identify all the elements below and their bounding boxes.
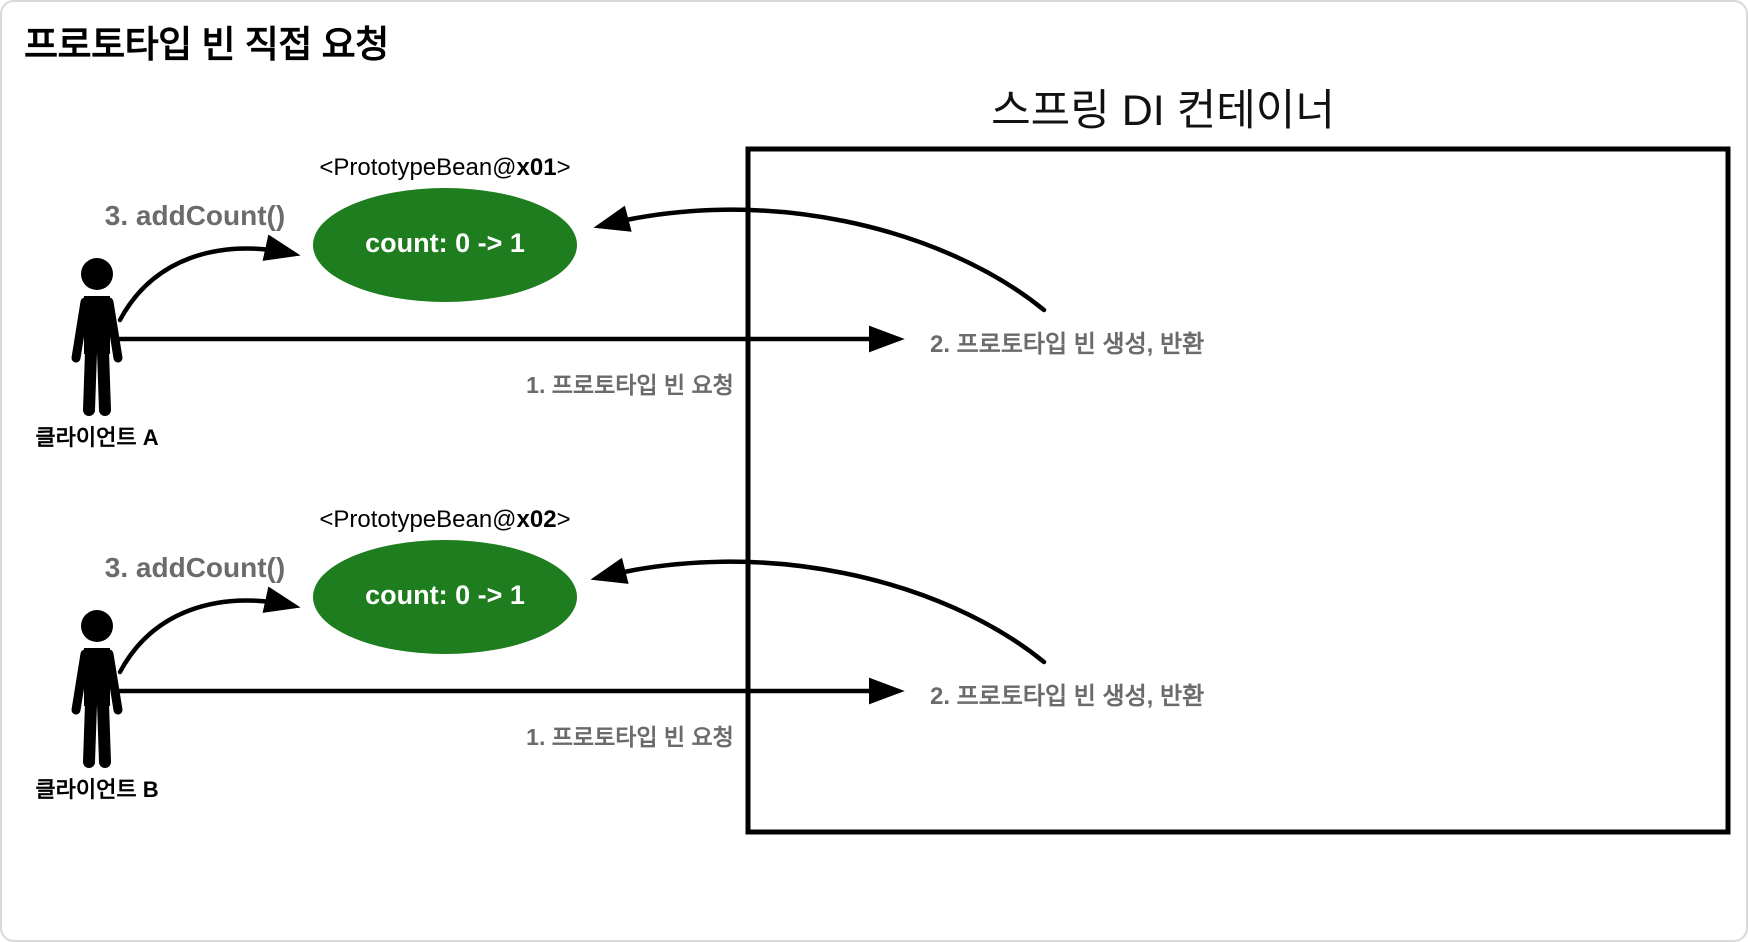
person-arm: [71, 297, 90, 363]
bean-caption-suffix: >: [556, 506, 571, 533]
addcount-arrow-a: [117, 234, 301, 323]
bean-caption-b: <PrototypeBean@x02>: [265, 506, 625, 534]
bean-caption-prefix: <PrototypeBean@: [319, 154, 517, 181]
person-arm: [104, 649, 123, 715]
create-return-arrow-b: [590, 557, 1047, 665]
person-head: [81, 258, 113, 290]
bean-caption-suffix: >: [556, 154, 571, 181]
person-torso: [84, 648, 110, 706]
di-container-label: 스프링 DI 컨테이너: [991, 87, 1335, 135]
addcount-label-a: 3. addCount(): [104, 200, 286, 231]
addcount-arrow-b: [117, 586, 301, 675]
person-arm: [104, 297, 123, 363]
client-id: B: [142, 777, 159, 802]
person-leg: [97, 346, 111, 416]
prototype-bean-ellipse-a: [313, 188, 577, 302]
person-leg: [83, 346, 97, 416]
person-torso: [84, 296, 110, 354]
client-name: 클라이언트: [35, 425, 137, 450]
client-label-a: 클라이언트 A: [12, 420, 182, 452]
client-name: 클라이언트: [35, 777, 137, 802]
client-b-icon: [71, 610, 123, 768]
create-return-label-a: 2. 프로토타입 빈 생성, 반환: [930, 331, 1205, 358]
page-title: 프로토타입 빈 직접 요청: [24, 24, 389, 65]
addcount-label-b: 3. addCount(): [104, 552, 286, 583]
bean-caption-id: x01: [516, 154, 557, 181]
bean-caption-prefix: <PrototypeBean@: [319, 506, 517, 533]
client-a-icon: [71, 258, 123, 416]
request-label-a: 1. 프로토타입 빈 요청: [526, 372, 734, 398]
person-arm: [71, 649, 90, 715]
person-leg: [97, 698, 111, 768]
bean-caption-id: x02: [516, 506, 557, 533]
bean-count-text-b: count: 0 -> 1: [365, 580, 525, 610]
client-id: A: [142, 425, 159, 450]
bean-caption-a: <PrototypeBean@x01>: [265, 154, 625, 182]
create-return-arrow-a: [593, 205, 1047, 313]
di-container-box: [745, 146, 1731, 835]
request-label-b: 1. 프로토타입 빈 요청: [526, 724, 734, 750]
bean-count-text-a: count: 0 -> 1: [365, 228, 525, 258]
prototype-bean-ellipse-b: [313, 540, 577, 654]
client-label-b: 클라이언트 B: [12, 772, 182, 804]
person-head: [81, 610, 113, 642]
create-return-label-b: 2. 프로토타입 빈 생성, 반환: [930, 683, 1205, 710]
person-leg: [83, 698, 97, 768]
